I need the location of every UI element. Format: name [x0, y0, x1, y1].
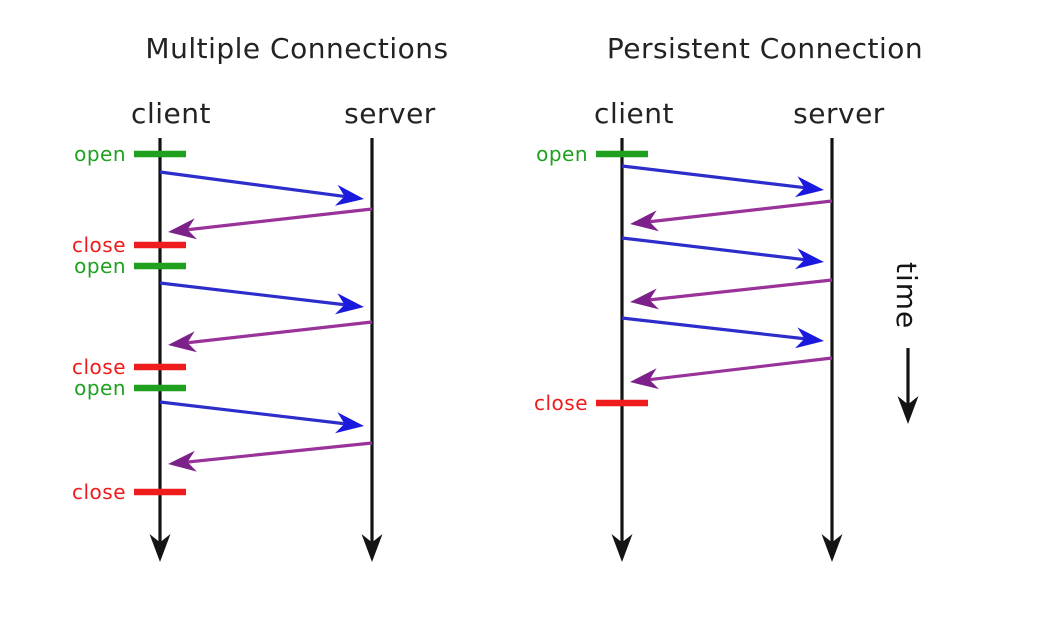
server-column-label: server [793, 97, 885, 130]
open-label: open [74, 254, 126, 278]
diagram-title: Persistent Connection [607, 32, 923, 65]
response-arrow-line [643, 199, 833, 224]
response-arrow-head [168, 218, 197, 240]
request-arrow-head [795, 248, 824, 270]
request-arrow-head [795, 176, 824, 198]
response-arrow-head [630, 210, 659, 232]
request-arrow-head [335, 412, 364, 434]
request-arrow-head [795, 327, 824, 349]
response-arrow-line [181, 320, 373, 345]
server-lifeline-head [821, 534, 843, 562]
response-arrow-line [181, 207, 373, 232]
request-arrow-line [621, 316, 811, 341]
client-column-label: client [594, 97, 674, 130]
time-axis: time [890, 262, 923, 424]
open-label: open [536, 142, 588, 166]
request-arrow-line [621, 164, 811, 190]
request-arrow-head [335, 293, 364, 315]
client-lifeline-head [611, 534, 633, 562]
open-label: open [74, 376, 126, 400]
close-label: close [72, 355, 126, 379]
response-arrow-line [643, 356, 833, 382]
close-label: close [72, 480, 126, 504]
close-label: close [72, 233, 126, 257]
open-label: open [74, 142, 126, 166]
close-label: close [534, 391, 588, 415]
server-column-label: server [344, 97, 436, 130]
response-arrow-line [181, 441, 373, 465]
response-arrow-line [643, 278, 833, 303]
request-arrow-line [159, 281, 351, 307]
response-arrow-head [630, 368, 659, 390]
client-lifeline-head [149, 534, 171, 562]
persistent-connection-diagram: Persistent Connection client server open clo… [534, 32, 923, 562]
diagram-title: Multiple Connections [145, 32, 448, 65]
request-arrow-head [334, 184, 364, 206]
time-label: time [890, 262, 923, 329]
request-arrow-line [159, 400, 351, 426]
client-column-label: client [131, 97, 211, 130]
server-lifeline-head [361, 534, 383, 562]
response-arrow-head [630, 288, 659, 310]
request-arrow-line [159, 170, 351, 199]
request-arrow-line [621, 236, 811, 262]
response-arrow-head [168, 331, 197, 353]
time-arrow-head [897, 396, 919, 424]
response-arrow-head [168, 450, 197, 472]
